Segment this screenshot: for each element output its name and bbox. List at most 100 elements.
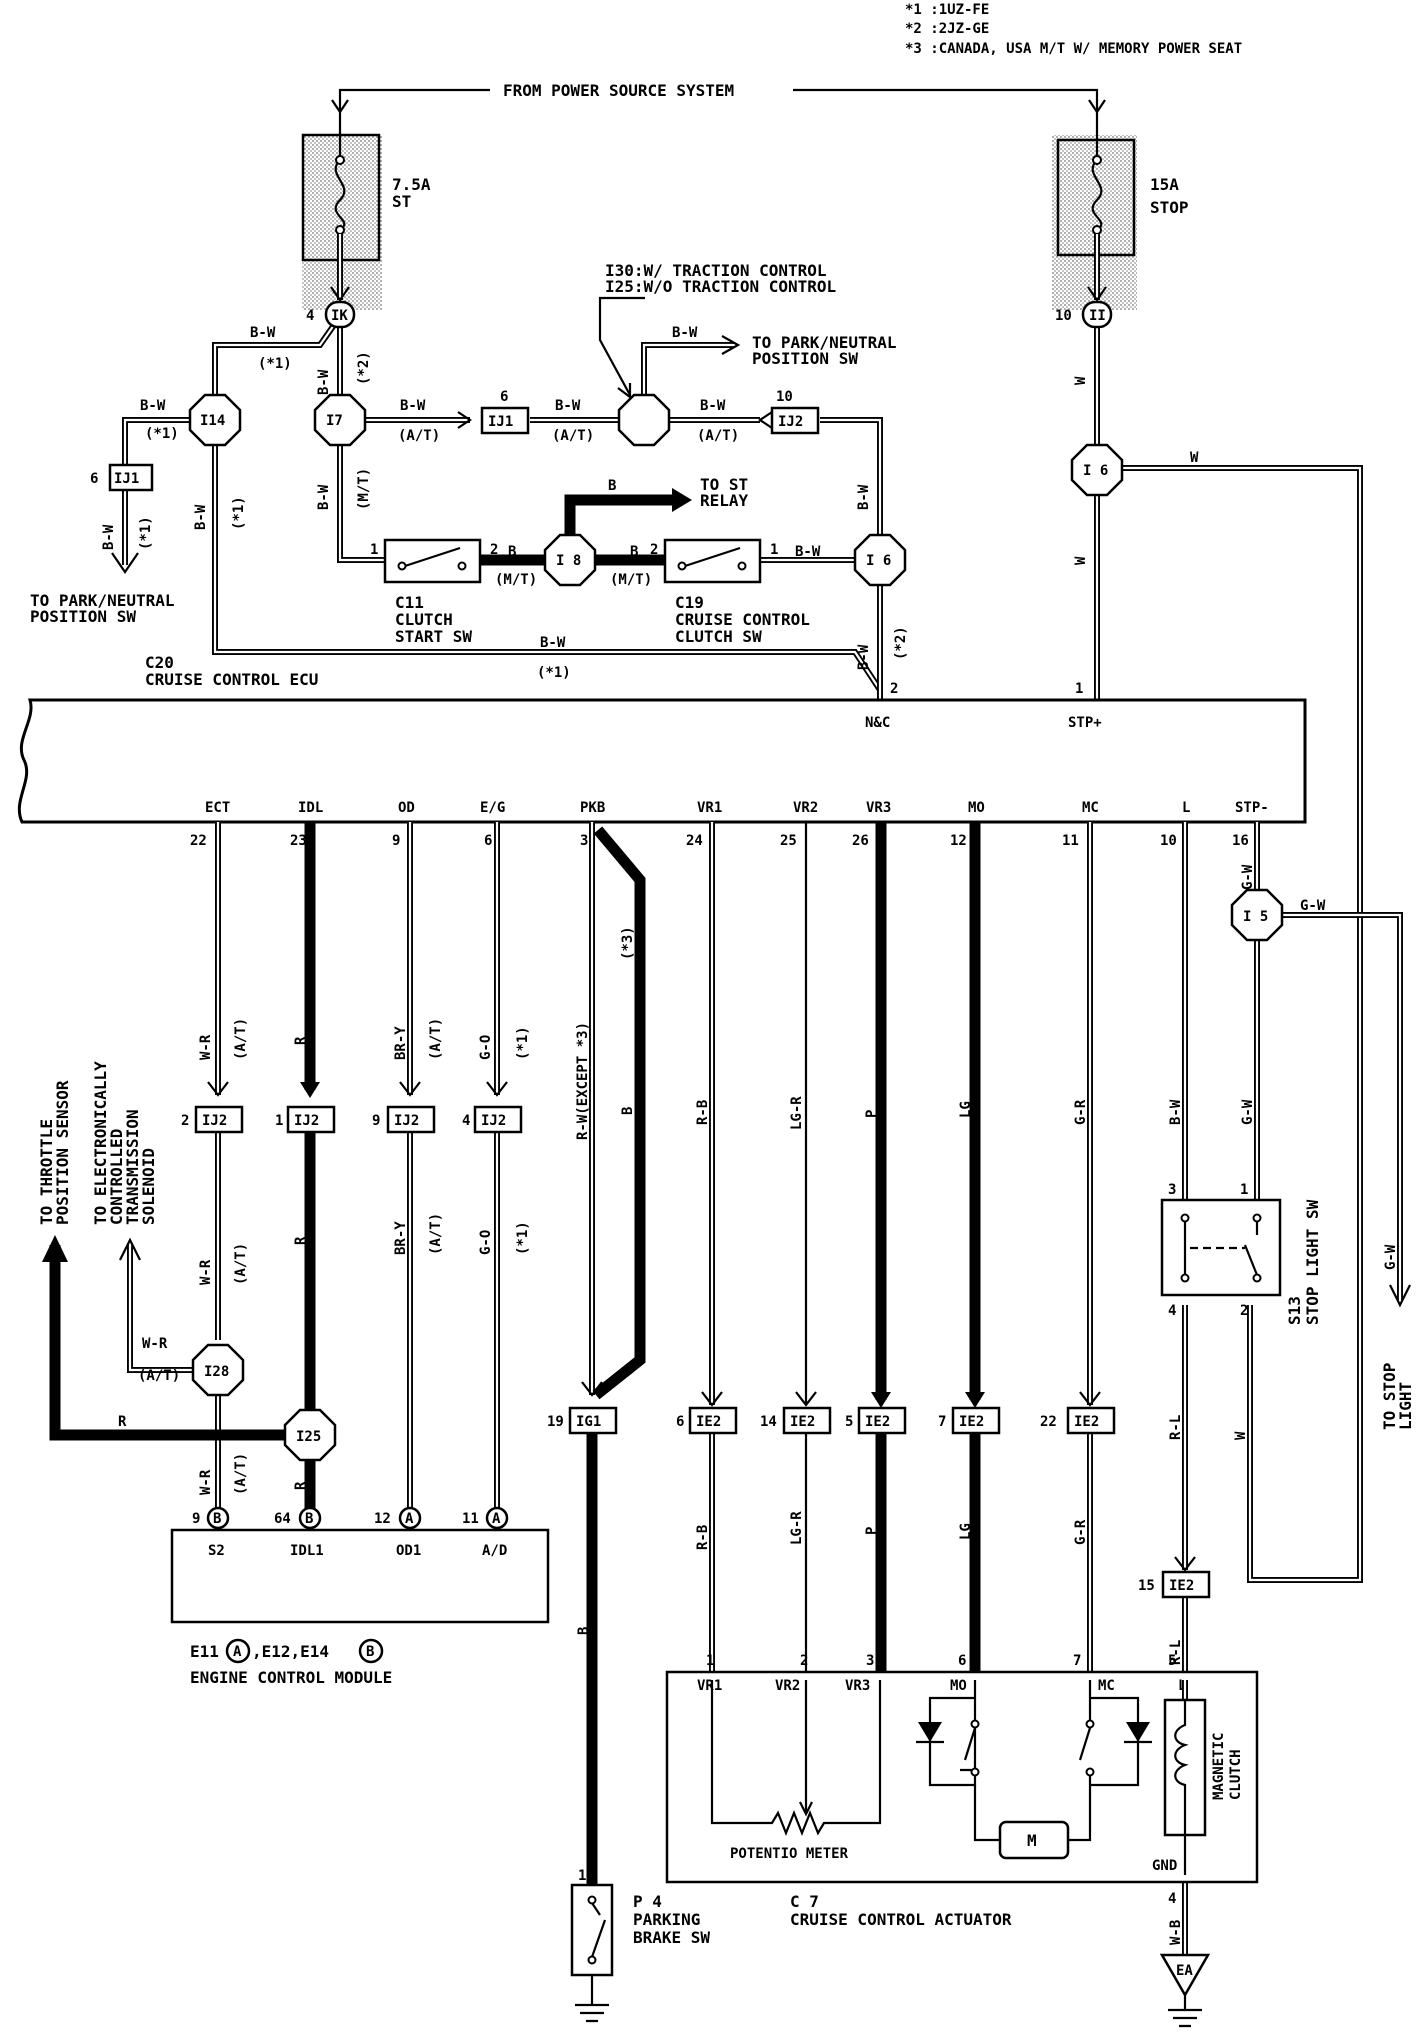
- power-source-line: FROM POWER SOURCE SYSTEM: [331, 81, 1106, 114]
- svg-text:I 6: I 6: [866, 553, 891, 569]
- svg-text:4: 4: [1168, 1891, 1176, 1907]
- svg-text:B: B: [620, 1107, 636, 1115]
- svg-text:BR-Y: BR-Y: [393, 1026, 409, 1060]
- svg-text:16: 16: [1232, 833, 1249, 849]
- svg-text:ECT: ECT: [205, 800, 230, 816]
- svg-text:R-W(EXCEPT *3): R-W(EXCEPT *3): [575, 1022, 591, 1140]
- potentiometer-label: POTENTIO METER: [730, 1846, 849, 1862]
- connector-ie2-2: IE2 14: [760, 1406, 832, 1435]
- svg-text:VR2: VR2: [793, 800, 818, 816]
- svg-text:IJ2: IJ2: [481, 1113, 506, 1129]
- svg-text:LIGHT: LIGHT: [1396, 1382, 1415, 1430]
- svg-text:G-W: G-W: [1383, 1244, 1399, 1270]
- svg-text:(M/T): (M/T): [356, 468, 372, 510]
- svg-text:CRUISE CONTROL: CRUISE CONTROL: [675, 610, 810, 629]
- fuse-stop-rating: 15A: [1150, 175, 1179, 194]
- svg-text:S13: S13: [1285, 1296, 1304, 1325]
- connector-ij2-3: IJ2 9: [372, 1105, 436, 1134]
- svg-text:II: II: [1089, 308, 1106, 324]
- ecm-pin-od1: A 12 OD1: [374, 1506, 421, 1559]
- ecm-pin-s2: B 9 S2: [192, 1506, 230, 1559]
- svg-text:START SW: START SW: [395, 627, 472, 646]
- connector-ie2-5: IE2 22: [1040, 1406, 1116, 1435]
- connector-ig1: IG1 19: [547, 1406, 618, 1435]
- svg-text:B: B: [608, 478, 616, 494]
- svg-text:STP+: STP+: [1068, 715, 1102, 731]
- svg-text:(*1): (*1): [231, 496, 247, 530]
- ecm-pin-ad: A 11 A/D: [462, 1506, 509, 1559]
- svg-text:G-O: G-O: [478, 1035, 494, 1060]
- svg-text:E/G: E/G: [480, 800, 505, 816]
- svg-text:23: 23: [290, 833, 307, 849]
- c20-name: CRUISE CONTROL ECU: [145, 670, 318, 689]
- c11-clutch-start-switch: 1 2 C11 CLUTCH START SW: [370, 538, 498, 646]
- svg-text:PKB: PKB: [580, 800, 605, 816]
- svg-text:C19: C19: [675, 593, 704, 612]
- svg-text:IG1: IG1: [576, 1414, 601, 1430]
- lower-destinations: TO THROTTLE POSITION SENSOR TO ELECTRONI…: [37, 1061, 1415, 1430]
- svg-text:(M/T): (M/T): [610, 572, 652, 588]
- connector-i7: I7: [313, 393, 367, 447]
- svg-text:BR-Y: BR-Y: [393, 1221, 409, 1255]
- svg-text:B: B: [366, 1644, 374, 1660]
- svg-text:4: 4: [1168, 1303, 1176, 1319]
- svg-text:B-W: B-W: [250, 325, 276, 341]
- svg-text:E11: E11: [190, 1642, 219, 1661]
- svg-text:MAGNETIC: MAGNETIC: [1211, 1733, 1227, 1800]
- svg-text:B: B: [576, 1627, 592, 1635]
- svg-text:1: 1: [1075, 681, 1083, 697]
- svg-text:11: 11: [462, 1511, 479, 1527]
- svg-text:POSITION SENSOR: POSITION SENSOR: [53, 1080, 72, 1225]
- connector-ie2-3: IE2 5: [845, 1406, 907, 1435]
- note-3: *3 :CANADA, USA M/T W/ MEMORY POWER SEAT: [905, 41, 1242, 57]
- svg-text:B: B: [213, 1511, 221, 1527]
- note-1: *1 :1UZ-FE: [905, 2, 989, 18]
- svg-text:10: 10: [776, 389, 793, 405]
- svg-text:B-W: B-W: [101, 524, 117, 550]
- svg-text:L: L: [1182, 800, 1190, 816]
- p4-parking-brake-switch: I 8 1 P 4 PARKING BRAKE SW: [570, 1868, 710, 2023]
- connector-ik: IK 4: [306, 300, 356, 329]
- fuse-st-rating: 7.5A: [392, 175, 431, 194]
- svg-text:I 8: I 8: [556, 553, 581, 569]
- lower-wire-labels: W-R (A/T) R BR-Y (A/T) G-O (*1) W-R (A/T…: [118, 864, 1399, 1945]
- svg-text:IDL: IDL: [298, 800, 323, 816]
- svg-text:VR1: VR1: [697, 800, 722, 816]
- svg-text:LG-R: LG-R: [789, 1511, 805, 1545]
- svg-text:12: 12: [374, 1511, 391, 1527]
- connector-ie2-1: IE2 6: [676, 1406, 738, 1435]
- svg-text:I 6: I 6: [1083, 463, 1108, 479]
- svg-text:CRUISE CONTROL ACTUATOR: CRUISE CONTROL ACTUATOR: [790, 1910, 1012, 1929]
- connector-i28: I28: [191, 1343, 245, 1397]
- svg-text:W-R: W-R: [198, 1034, 214, 1060]
- fuse-stop-name: STOP: [1150, 198, 1189, 217]
- svg-text:4: 4: [306, 308, 314, 324]
- svg-text:R-B: R-B: [695, 1100, 711, 1125]
- svg-text:IE2: IE2: [865, 1414, 890, 1430]
- svg-text:CLUTCH SW: CLUTCH SW: [675, 627, 762, 646]
- svg-text:(*2): (*2): [356, 351, 372, 385]
- upper-wire-labels: B-W (*1) B-W (*1) B-W (A/T) B-W (A/T) B-…: [101, 325, 1199, 681]
- svg-text:(A/T): (A/T): [233, 1018, 249, 1060]
- connector-ij2-top: IJ2 10: [770, 389, 820, 435]
- svg-text:LG: LG: [958, 1101, 974, 1118]
- svg-text:R-L: R-L: [1168, 1415, 1184, 1440]
- svg-text:B-W: B-W: [316, 369, 332, 395]
- svg-text:(A/T): (A/T): [233, 1453, 249, 1495]
- svg-text:5: 5: [1168, 1653, 1176, 1669]
- svg-text:(*3): (*3): [620, 926, 636, 960]
- svg-text:P: P: [864, 1110, 880, 1118]
- svg-text:B-W: B-W: [555, 398, 581, 414]
- svg-text:4: 4: [462, 1113, 470, 1129]
- svg-text:C11: C11: [395, 593, 424, 612]
- connector-i14: I14: [188, 393, 242, 447]
- svg-text:PARKING: PARKING: [633, 1910, 700, 1929]
- svg-text:IJ1: IJ1: [114, 471, 139, 487]
- svg-text:G-W: G-W: [1240, 864, 1256, 890]
- connector-i6-right: I 6: [1070, 443, 1124, 497]
- svg-text:2: 2: [800, 1653, 808, 1669]
- svg-text:B-W: B-W: [1168, 1099, 1184, 1125]
- svg-text:9: 9: [192, 1511, 200, 1527]
- svg-text:I28: I28: [204, 1364, 229, 1380]
